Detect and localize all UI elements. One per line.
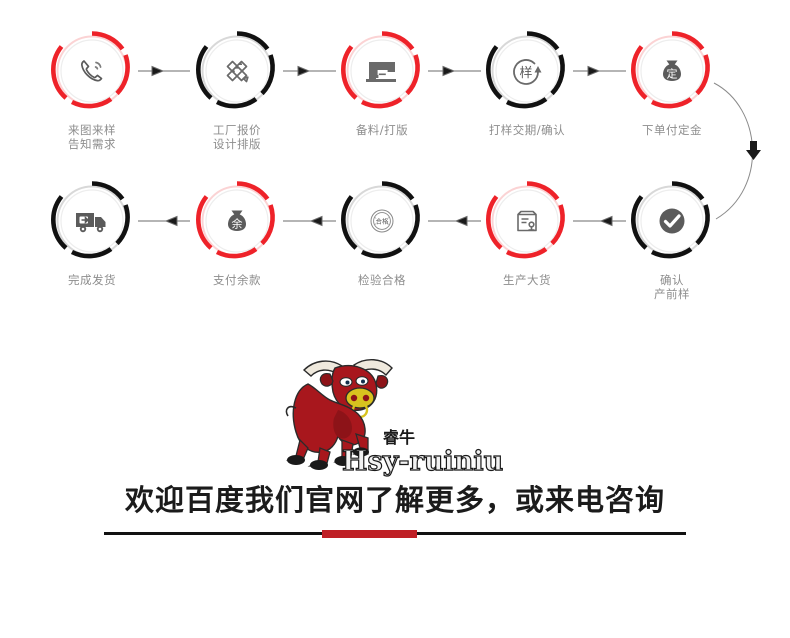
ring-arcs-black <box>631 181 710 259</box>
money-bag-balance-icon: 余 <box>194 178 280 264</box>
company-logo: 睿牛 Hsy-ruiniu <box>0 345 790 480</box>
sample-refresh-icon: 样 <box>484 28 570 114</box>
flow-step-7: 生产大货 <box>477 178 577 287</box>
ring-arcs-black <box>51 181 130 259</box>
rule-accent-segment <box>322 530 417 538</box>
step-label: 工厂报价 设计排版 <box>213 123 261 151</box>
step-ring <box>194 28 280 114</box>
delivery-truck-icon <box>49 178 135 264</box>
flow-step-2: 工厂报价 设计排版 <box>187 28 287 151</box>
step-label: 来图来样 告知需求 <box>68 123 116 151</box>
step-ring <box>629 178 715 264</box>
step-ring: 合格 <box>339 178 425 264</box>
step-ring <box>339 28 425 114</box>
red-bull-mascot-icon: 睿牛 Hsy-ruiniu <box>285 358 504 477</box>
flow-step-9: 余 支付余款 <box>187 178 287 287</box>
step-label: 检验合格 <box>358 273 406 287</box>
step-label: 生产大货 <box>503 273 551 287</box>
ruler-pencil-icon <box>194 28 280 114</box>
ring-arcs-red <box>631 31 710 109</box>
step-label: 支付余款 <box>213 273 261 287</box>
step-ring <box>484 178 570 264</box>
sewing-machine-icon <box>339 28 425 114</box>
quality-glyph: 合格 <box>376 217 389 226</box>
step-label: 下单付定金 <box>642 123 702 137</box>
money-bag-deposit-icon: 定 <box>629 28 715 114</box>
bottom-banner: 欢迎百度我们官网了解更多，或来电咨询 <box>0 480 790 538</box>
step-ring: 样 <box>484 28 570 114</box>
step-label: 确认 产前样 <box>654 273 690 301</box>
ring-arcs-black <box>486 31 565 109</box>
step-ring: 余 <box>194 178 280 264</box>
step-label: 备料/打版 <box>355 123 409 137</box>
step-ring: 定 <box>629 28 715 114</box>
flow-step-5: 定 下单付定金 <box>622 28 722 137</box>
step-label: 打样交期/确认 <box>488 123 566 137</box>
production-box-icon <box>484 178 570 264</box>
ring-arcs-red <box>486 181 565 259</box>
logo-name-en: Hsy-ruiniu <box>342 446 503 477</box>
flow-step-1: 来图来样 告知需求 <box>42 28 142 151</box>
step-ring <box>49 28 135 114</box>
ring-arcs-black <box>341 181 420 259</box>
flow-step-4: 样 打样交期/确认 <box>477 28 577 137</box>
flow-step-10: 完成发货 <box>42 178 142 287</box>
step-ring <box>49 178 135 264</box>
balance-glyph: 余 <box>232 217 243 231</box>
ring-arcs-red <box>341 31 420 109</box>
banner-rule <box>104 530 686 538</box>
flow-step-3: 备料/打版 <box>332 28 432 137</box>
flow-step-6: 确认 产前样 <box>622 178 722 301</box>
process-flow-diagram: 来图来样 告知需求 <box>42 28 761 301</box>
quality-stamp-icon: 合格 <box>339 178 425 264</box>
logo-name-cn: 睿牛 <box>383 428 415 447</box>
deposit-glyph: 定 <box>667 67 678 81</box>
ring-arcs-black <box>196 31 275 109</box>
phone-icon <box>49 28 135 114</box>
ring-arcs-red <box>196 181 275 259</box>
ring-arcs-red <box>51 31 130 109</box>
sample-glyph: 样 <box>519 66 532 81</box>
banner-text: 欢迎百度我们官网了解更多，或来电咨询 <box>124 483 665 517</box>
step-label: 完成发货 <box>68 273 116 287</box>
check-mark-icon <box>629 178 715 264</box>
flow-step-8: 合格 检验合格 <box>332 178 432 287</box>
